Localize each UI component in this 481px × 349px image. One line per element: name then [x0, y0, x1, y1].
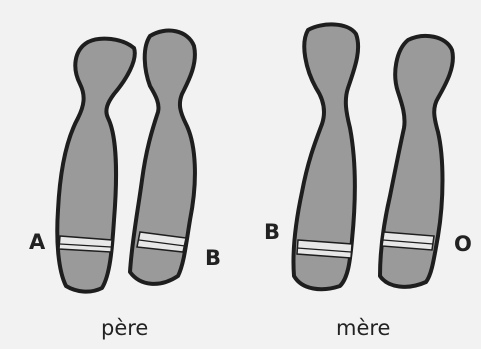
allele-label-father-2: B	[205, 248, 221, 269]
father-chromosome-a	[57, 39, 135, 292]
mother-caption: mère	[336, 318, 390, 339]
allele-label-mother-1: B	[264, 222, 280, 243]
chromosome-body	[57, 39, 135, 292]
mother-chromosome-b	[293, 24, 358, 289]
father-chromosome-b	[130, 31, 195, 284]
allele-label-mother-2: O	[454, 234, 472, 255]
father-caption: père	[101, 318, 148, 339]
mother-chromosome-o	[380, 36, 453, 287]
allele-label-father-1: A	[29, 232, 45, 253]
